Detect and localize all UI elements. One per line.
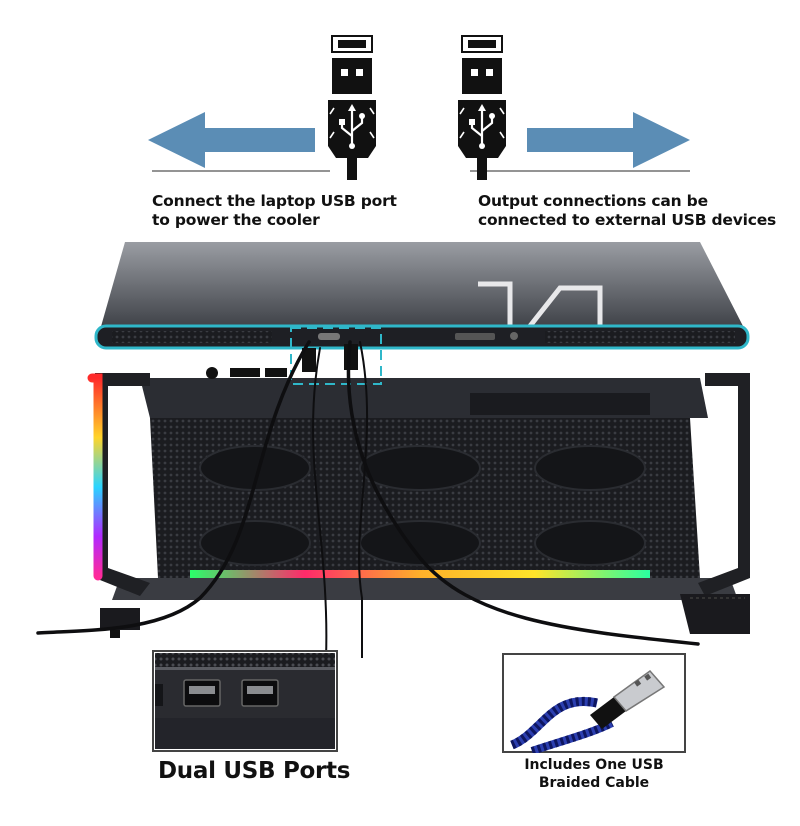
input-port-caption: Connect the laptop USB port to power the… [152, 192, 397, 230]
cable-caption-line-1: Includes One USB [524, 757, 664, 773]
usb-cables [36, 340, 700, 658]
output-caption-line-1: Output connections can be [478, 192, 708, 210]
output-port-caption: Output connections can be connected to e… [478, 192, 776, 230]
dual-usb-ports-inset [152, 650, 338, 752]
cooler-illustration [36, 242, 753, 658]
cooler-stand [112, 367, 738, 600]
usb-connection-diagram [148, 35, 690, 180]
usb-cable-icon [510, 669, 666, 753]
arrow-left-icon [148, 112, 330, 172]
laptop [94, 242, 750, 350]
usb-port-icon [241, 679, 279, 707]
input-caption-line-1: Connect the laptop USB port [152, 192, 397, 210]
arrow-right-icon [470, 112, 690, 172]
braided-cable-inset [502, 653, 686, 753]
usb-port-icon [183, 679, 221, 707]
input-caption-line-2: to power the cooler [152, 211, 320, 229]
output-caption-line-2: connected to external USB devices [478, 211, 777, 229]
usb-plug-icon [458, 35, 506, 180]
braided-cable-caption: Includes One USB Braided Cable [502, 756, 686, 792]
cable-caption-line-2: Braided Cable [538, 775, 650, 791]
port-highlight [290, 327, 382, 385]
usb-plug-icon [328, 35, 376, 180]
dual-usb-ports-caption: Dual USB Ports [158, 758, 351, 784]
rgb-right-leg [680, 373, 753, 634]
